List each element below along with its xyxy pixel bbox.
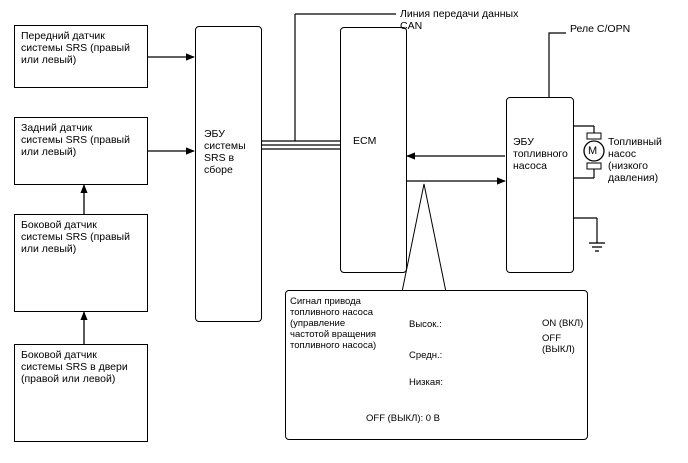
ecm-box: ECM bbox=[340, 27, 407, 273]
front-srs-sensor-box: Передний датчик системы SRS (правый или … bbox=[14, 25, 148, 88]
fuel-pump-label: Топливный насос (низкого давления) bbox=[608, 136, 662, 184]
can-bus-lines bbox=[262, 13, 396, 150]
door-srs-sensor-box: Боковой датчик системы SRS в двери (прав… bbox=[14, 344, 148, 442]
fuel-pump-ecu-label: ЭБУ топливного насоса bbox=[513, 136, 568, 172]
fuel-pump-ecu-box: ЭБУ топливного насоса bbox=[506, 97, 574, 273]
side-srs-sensor-label: Боковой датчик системы SRS (правый или л… bbox=[21, 219, 130, 255]
signal-callout-wedge bbox=[401, 183, 447, 293]
fuel-pump-motor-icon bbox=[583, 132, 605, 170]
off-state-label: OFF (ВЫКЛ) bbox=[542, 333, 575, 355]
signal-box bbox=[285, 290, 588, 440]
relay-line bbox=[548, 32, 566, 97]
motor-symbol: M bbox=[588, 145, 598, 157]
door-srs-sensor-label: Боковой датчик системы SRS в двери (прав… bbox=[21, 349, 128, 385]
front-srs-sensor-label: Передний датчик системы SRS (правый или … bbox=[21, 30, 130, 66]
srs-airbag-ecu-box: ЭБУ системы SRS в сборе bbox=[195, 26, 262, 322]
can-line-label: Линия передачи данных CAN bbox=[400, 8, 519, 32]
signal-box-title: Сигнал привода топливного насоса (управл… bbox=[290, 296, 377, 351]
rear-srs-sensor-box: Задний датчик системы SRS (правый или ле… bbox=[14, 117, 148, 185]
off-zero-volt-label: OFF (ВЫКЛ): 0 В bbox=[366, 413, 441, 424]
ground-icon bbox=[589, 242, 605, 252]
high-speed-label: Высок.: bbox=[409, 319, 442, 330]
on-state-label: ON (ВКЛ) bbox=[542, 318, 584, 329]
srs-airbag-ecu-label: ЭБУ системы SRS в сборе bbox=[204, 128, 246, 176]
side-srs-sensor-box: Боковой датчик системы SRS (правый или л… bbox=[14, 214, 148, 312]
low-speed-label: Низкая: bbox=[409, 377, 443, 388]
rear-srs-sensor-label: Задний датчик системы SRS (правый или ле… bbox=[21, 122, 130, 158]
ecm-label: ECM bbox=[353, 135, 377, 147]
relay-label: Реле C/OPN bbox=[570, 23, 631, 35]
mid-speed-label: Средн.: bbox=[409, 350, 443, 361]
